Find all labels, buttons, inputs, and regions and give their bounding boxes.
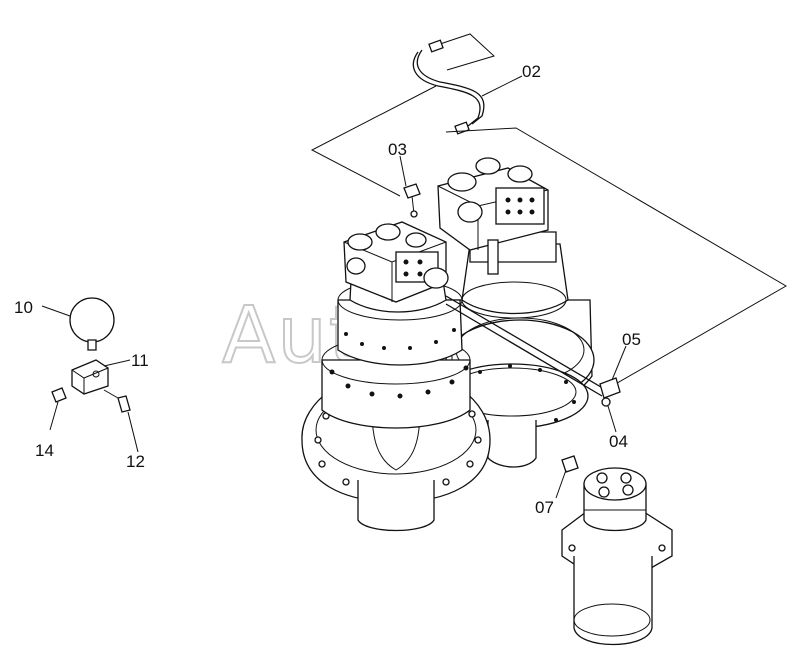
- callout-02: 02: [522, 62, 541, 81]
- bolt-12: [117, 395, 131, 413]
- swing-motor-assembly: [301, 157, 621, 532]
- callout-05: 05: [622, 330, 641, 349]
- callout-10: 10: [14, 298, 33, 317]
- rear-motor-unit: [432, 157, 595, 468]
- callout-07: 07: [535, 498, 554, 517]
- front-motor-unit: [301, 183, 491, 532]
- callout-14: 14: [35, 441, 54, 460]
- callout-11: 11: [131, 351, 149, 370]
- accumulator-sphere: [69, 297, 115, 343]
- callout-labels: 02 03 04 05 07 10 11 12 14: [14, 62, 641, 517]
- leader-lines: [41, 155, 627, 499]
- adapter-block: [71, 359, 109, 395]
- hose-assembly: [310, 33, 787, 387]
- callout-03: 03: [388, 140, 407, 159]
- callout-04: 04: [609, 432, 628, 451]
- callout-12: 12: [126, 452, 145, 471]
- accumulator-assembly: [51, 297, 131, 413]
- fitting-14: [51, 387, 67, 403]
- swivel-joint: [561, 455, 673, 646]
